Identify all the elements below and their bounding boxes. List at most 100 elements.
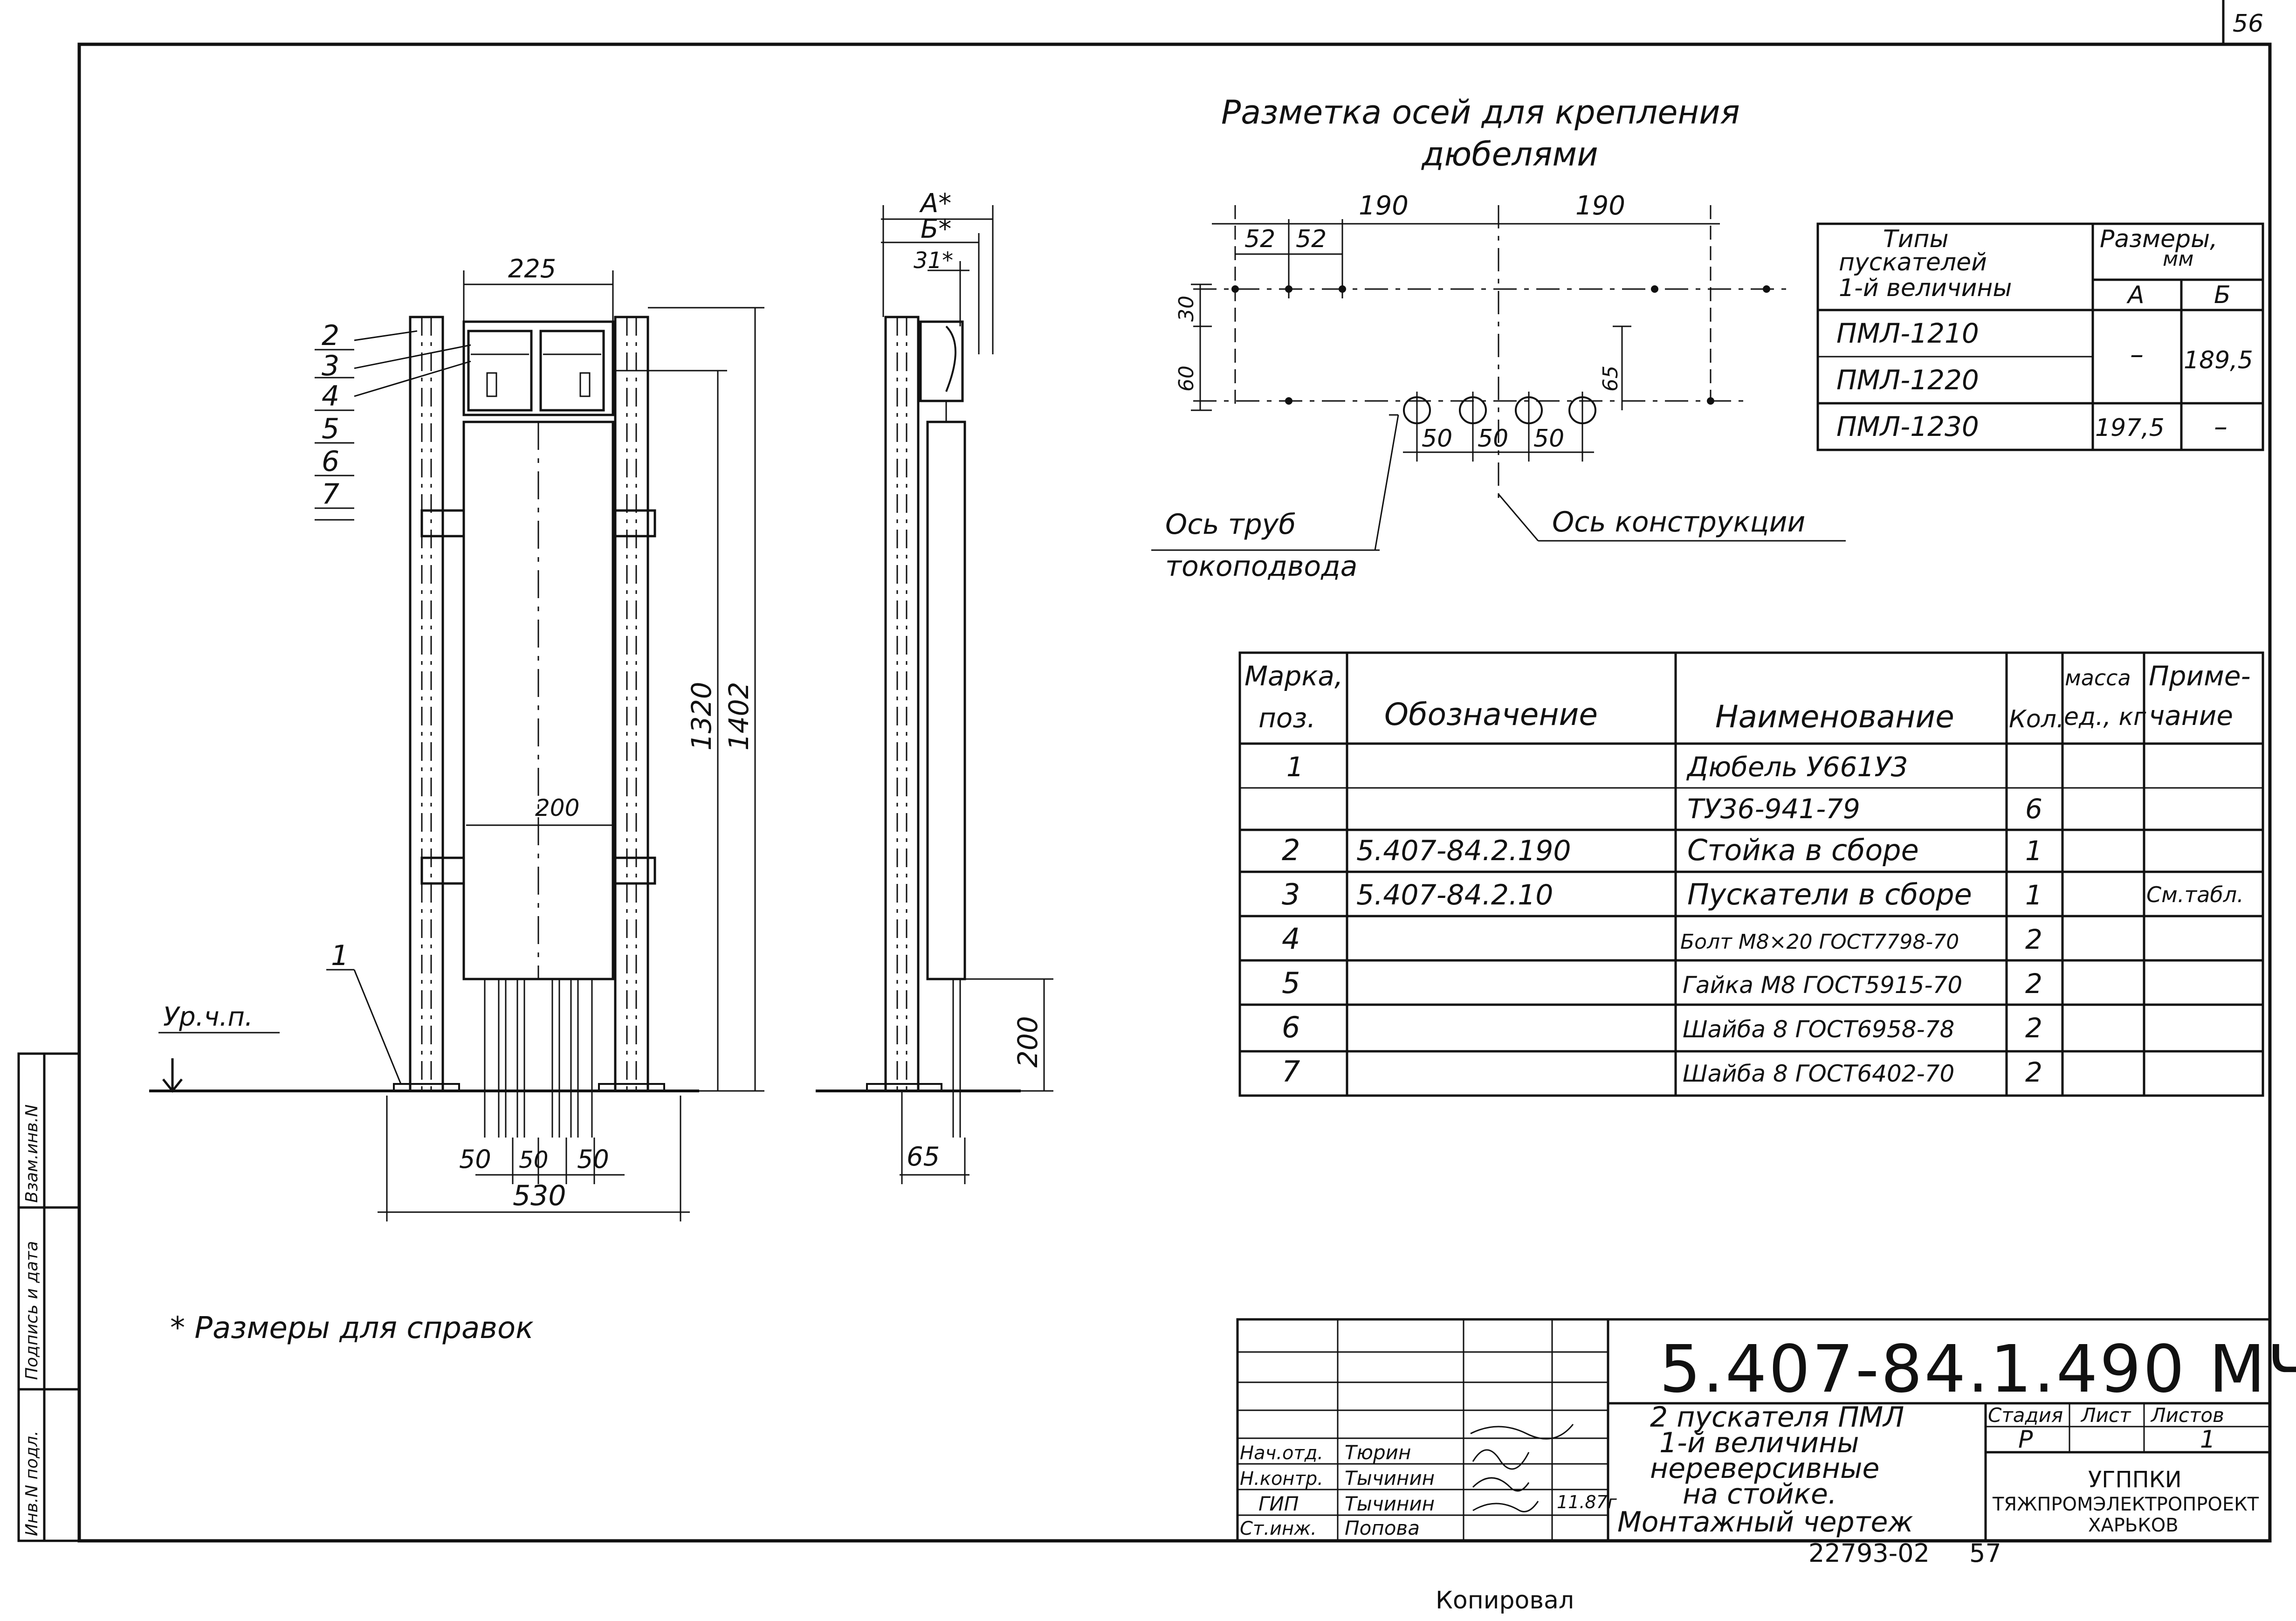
spec-r4-qty: 1 <box>2025 879 2042 911</box>
side-view <box>816 205 1053 1184</box>
pos-1: 1 <box>331 939 349 972</box>
side-stamp-sign: Подпись и дата <box>22 1241 41 1380</box>
axis-pipes-label-2: токоподвода <box>1165 550 1357 583</box>
side-dim-a: А* <box>919 188 951 219</box>
role-2: Н.контр. <box>1240 1468 1323 1490</box>
name-3: Тычинин <box>1345 1492 1435 1515</box>
markup-dim-60: 60 <box>1175 366 1198 392</box>
spec-h-mass1: масса <box>2065 665 2131 690</box>
spec-r2-name: ТУ36-941-79 <box>1687 793 1860 825</box>
types-row-3: ПМЛ-1230 <box>1836 411 1979 442</box>
archive-number: 22793-02 <box>1808 1538 1930 1568</box>
side-dim-b: Б* <box>921 214 951 244</box>
sheet-frame <box>77 42 2272 1543</box>
types-dash-a: – <box>2130 338 2144 370</box>
spec-r4-designation: 5.407-84.2.10 <box>1356 879 1553 911</box>
spec-r1-name: Дюбель У661У3 <box>1686 751 1908 783</box>
spec-h-qty: Кол. <box>2009 705 2064 733</box>
role-3: ГИП <box>1258 1492 1299 1515</box>
spec-r3-designation: 5.407-84.2.190 <box>1356 835 1571 867</box>
markup-dim-65: 65 <box>1599 366 1622 392</box>
pos-6: 6 <box>322 445 339 478</box>
spec-r1-pos: 1 <box>1286 751 1304 783</box>
markup-dim-30: 30 <box>1175 296 1198 322</box>
front-view <box>149 270 764 1221</box>
types-row-1: ПМЛ-1210 <box>1836 317 1979 349</box>
spec-h-mass2: ед., кг <box>2064 703 2146 731</box>
pos-3: 3 <box>322 350 339 382</box>
markup-title-1: Разметка осей для крепления <box>1221 93 1740 131</box>
side-stamp-inv: Инв.N подл. <box>22 1431 41 1536</box>
sheet-header: Лист <box>2080 1404 2131 1427</box>
spec-r8-pos: 7 <box>1282 1055 1300 1089</box>
types-row-2: ПМЛ-1220 <box>1836 364 1979 396</box>
axis-construction-label: Ось конструкции <box>1552 506 1805 538</box>
copied-by: Копировал <box>1436 1587 1574 1614</box>
side-dim-65: 65 <box>907 1142 940 1172</box>
dim-50c: 50 <box>577 1145 609 1174</box>
types-col-b: Б <box>2214 281 2231 309</box>
dim-1320: 1320 <box>686 682 717 751</box>
stage-value: Р <box>2018 1426 2033 1454</box>
org-1: УГППКИ <box>2088 1467 2182 1493</box>
pos-2: 2 <box>322 319 339 352</box>
types-value-a3: 197,5 <box>2095 414 2165 442</box>
spec-r6-qty: 2 <box>2025 968 2042 1000</box>
spec-r6-pos: 5 <box>1282 966 1300 1000</box>
stage-header: Стадия <box>1988 1404 2063 1427</box>
sheets-value: 1 <box>2200 1426 2215 1454</box>
doc-desc-5: Монтажный чертеж <box>1617 1506 1913 1538</box>
types-value-b: 189,5 <box>2184 346 2253 374</box>
spec-table <box>1238 651 2264 1097</box>
title-block <box>1236 1318 2271 1542</box>
side-stamp-replace: Взам.инв.N <box>22 1104 41 1203</box>
markup-dim-52b: 52 <box>1296 225 1327 253</box>
spec-r4-pos: 3 <box>1282 877 1300 911</box>
org-3: ХАРЬКОВ <box>2088 1515 2179 1536</box>
doc-desc-1: 2 пускателя ПМЛ <box>1650 1401 1904 1434</box>
markup-dim-190a: 190 <box>1359 191 1409 221</box>
types-dash-b3: – <box>2214 411 2227 442</box>
spec-r2-qty: 6 <box>2025 793 2042 825</box>
org-2: ТЯЖПРОМЭЛЕКТРОПРОЕКТ <box>1992 1494 2259 1515</box>
sign-date: 11.87г <box>1557 1492 1617 1512</box>
spec-r7-qty: 2 <box>2025 1012 2042 1044</box>
types-h2: пускателей <box>1839 248 1987 276</box>
name-2: Тычинин <box>1345 1467 1435 1490</box>
dim-200-inner: 200 <box>535 794 579 821</box>
types-col-a: А <box>2126 281 2145 309</box>
sheet-number: 56 <box>2233 10 2263 38</box>
types-h4: Размеры, <box>2100 225 2218 253</box>
spec-h-note1: Приме- <box>2149 660 2251 692</box>
side-dim-200: 200 <box>1012 1016 1044 1068</box>
name-1: Тюрин <box>1345 1441 1411 1464</box>
types-h5: мм <box>2163 247 2193 271</box>
markup-dim-50b: 50 <box>1478 425 1508 453</box>
spec-h-mark2: поз. <box>1258 702 1316 734</box>
markup-dim-50c: 50 <box>1533 425 1564 453</box>
spec-h-designation: Обозначение <box>1384 697 1598 732</box>
markup-title-2: дюбелями <box>1421 135 1598 173</box>
spec-r3-pos: 2 <box>1282 833 1300 867</box>
types-h1: Типы <box>1883 225 1949 253</box>
page-number: 57 <box>1969 1538 2001 1568</box>
spec-r4-name: Пускатели в сборе <box>1687 877 1972 911</box>
spec-r5-name: Болт М8×20 ГОСТ7798-70 <box>1680 930 1959 954</box>
side-dim-c: 31* <box>914 248 953 274</box>
spec-h-note2: чание <box>2149 700 2233 731</box>
doc-code: 5.407-84.1.490 МЧ <box>1659 1331 2296 1407</box>
spec-r8-name: Шайба 8 ГОСТ6402-70 <box>1683 1060 1954 1087</box>
dim-50b: 50 <box>519 1146 549 1173</box>
spec-r7-name: Шайба 8 ГОСТ6958-78 <box>1683 1016 1954 1043</box>
spec-r4-note: См.табл. <box>2146 882 2244 907</box>
types-h3: 1-й величины <box>1839 274 2012 302</box>
side-stamp <box>17 1052 81 1542</box>
spec-h-mark1: Марка, <box>1244 660 1343 692</box>
doc-desc-4: на стойке. <box>1683 1478 1837 1511</box>
sheets-header: Листов <box>2150 1404 2224 1427</box>
name-4: Попова <box>1345 1517 1420 1539</box>
role-4: Ст.инж. <box>1240 1518 1317 1539</box>
pos-5: 5 <box>322 413 339 445</box>
spec-r3-name: Стойка в сборе <box>1687 833 1919 867</box>
